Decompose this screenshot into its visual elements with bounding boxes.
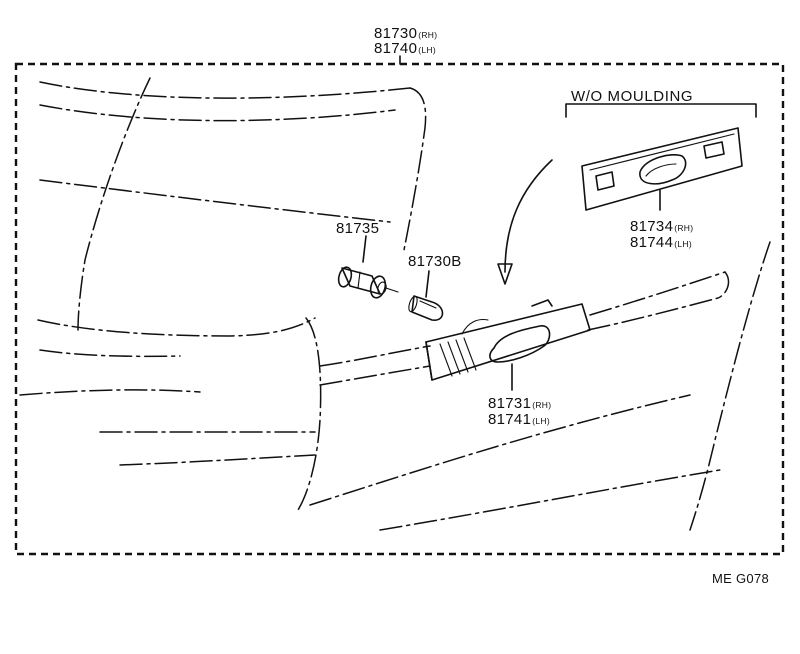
install-direction-arrow (497, 159, 553, 285)
vehicle-body-outline (19, 77, 771, 531)
assembly-boundary-frame (14, 62, 785, 556)
side-marker-lens (425, 299, 591, 381)
drawing-code: ME G078 (712, 571, 769, 586)
leader-lines (362, 55, 661, 391)
svg-text:81730(RH): 81730(RH) (374, 25, 437, 42)
svg-text:81734(RH): 81734(RH) (630, 218, 693, 235)
callout-lamp-assembly: 81730(RH) 81740(LH) (374, 25, 437, 57)
callout-socket: 81735 (336, 220, 379, 237)
moulding-cover-plate (581, 127, 743, 211)
callout-bulb: 81730B (408, 253, 462, 270)
callout-lens: 81731(RH) 81741(LH) (488, 395, 551, 428)
callout-moulding-cover: 81734(RH) 81744(LH) (630, 218, 693, 251)
svg-text:81740(LH): 81740(LH) (374, 40, 436, 57)
svg-text:81744(LH): 81744(LH) (630, 234, 692, 251)
bulb-part (408, 295, 444, 321)
section-title: W/O MOULDING (571, 88, 693, 105)
section-bracket (565, 103, 757, 118)
svg-text:81731(RH): 81731(RH) (488, 395, 551, 412)
socket-part (337, 266, 399, 299)
svg-text:81741(LH): 81741(LH) (488, 411, 550, 428)
